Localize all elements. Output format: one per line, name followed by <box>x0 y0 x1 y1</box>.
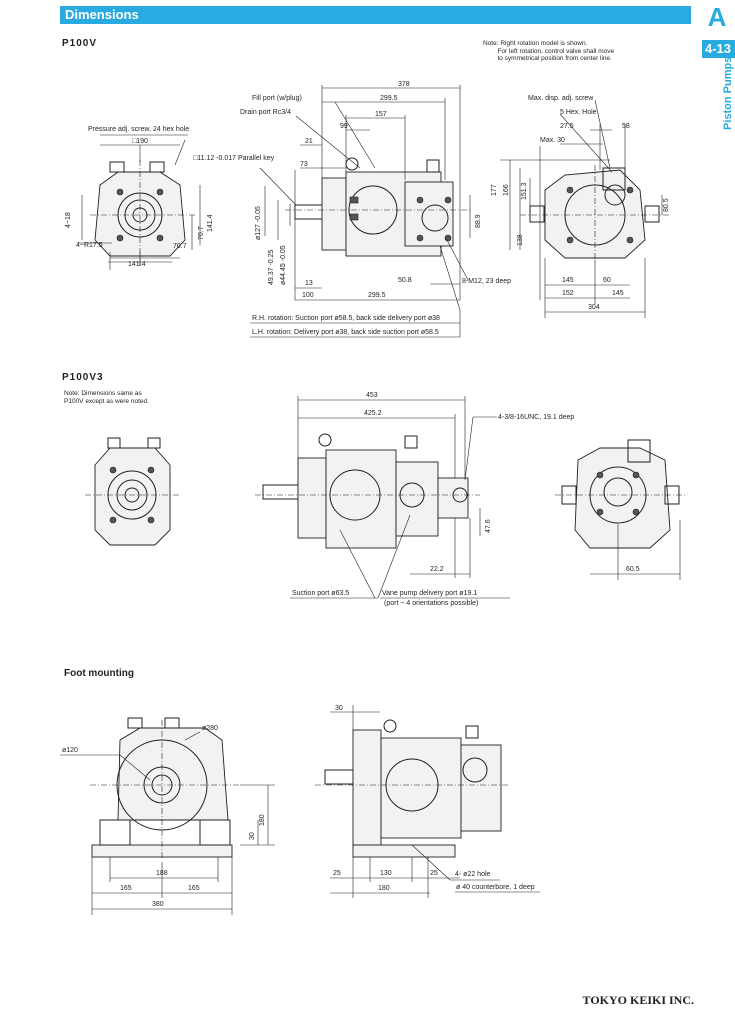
dim-141-4-v: 141.4 <box>207 214 214 232</box>
dim-188: 188 <box>156 870 168 877</box>
dim-299-5-bottom: 299.5 <box>368 292 386 299</box>
dim-30-v: 30 <box>249 832 256 840</box>
drain-port-label: Drain port Rc3/4 <box>240 109 291 116</box>
dim-152: 152 <box>562 290 574 297</box>
dim-304: 304 <box>588 304 600 311</box>
dim-21: 21 <box>305 138 313 145</box>
dim-425-2: 425.2 <box>364 410 382 417</box>
dim-30-h: 30 <box>335 705 343 712</box>
dim-44-45: ø44.45 -0.05 <box>280 245 287 285</box>
lh-rotation-label: L.H. rotation: Delivery port ø38, back s… <box>252 329 439 336</box>
section-title: Dimensions <box>65 7 139 22</box>
max30-label: Max. 30 <box>540 137 565 144</box>
dim-99: 99 <box>340 123 348 130</box>
p100v-side-view <box>250 85 471 338</box>
dim-177: 177 <box>491 184 498 196</box>
dim-73: 73 <box>300 161 308 168</box>
vane-port-note: (port − 4 orientations possible) <box>384 600 478 607</box>
section-header: Dimensions <box>60 6 691 24</box>
dim-100: 100 <box>302 292 314 299</box>
dim-88-9: 88.9 <box>475 214 482 228</box>
p100v3-side-view <box>255 396 510 599</box>
model-p100v3: P100V3 <box>62 372 104 383</box>
dim-138: 138 <box>517 234 524 246</box>
chapter-letter: A <box>707 2 727 32</box>
company-name: TOKYO KEIKI INC. <box>582 993 694 1007</box>
dim-299-5-top: 299.5 <box>380 95 398 102</box>
page-number: 4-13 <box>705 41 732 56</box>
foot-side-labels: 30 25 130 25 4- ø22 hole 180 ø 40 counte… <box>333 705 535 892</box>
dim-120: ø120 <box>62 747 78 754</box>
p100v3-side-labels: 453 425.2 4-3/8-16UNC, 19.1 deep 47.6 22… <box>292 392 574 607</box>
dim-280: ø280 <box>202 725 218 732</box>
foot-front-view <box>60 717 275 915</box>
dim-70-7-h: 70.7 <box>173 243 187 250</box>
foot-mounting-title: Foot mounting <box>64 668 134 679</box>
dim-165-a: 165 <box>120 885 132 892</box>
dim-151-3: 151.3 <box>521 182 528 200</box>
dim-165-b: 165 <box>188 885 200 892</box>
dim-378: 378 <box>398 81 410 88</box>
dim-127: ø127 -0.05 <box>255 206 262 240</box>
foot-side-view <box>315 705 540 898</box>
rh-rotation-label: R.H. rotation: Suction port ø58.5, back … <box>252 315 440 322</box>
sq190-label: □190 <box>132 138 148 145</box>
dim-130: 130 <box>380 870 392 877</box>
p100v-front-labels: Pressure adj. screw, 24 hex hole □190 4−… <box>65 126 214 268</box>
pressure-adj-label: Pressure adj. screw, 24 hex hole <box>88 126 189 133</box>
dim-157: 157 <box>375 111 387 118</box>
hole-label: 4- ø22 hole <box>455 871 491 878</box>
p100v3-note: Note: Dimensions same as P100V except as… <box>64 390 149 405</box>
dim-58: 58 <box>622 123 630 130</box>
fill-port-label: Fill port (w/plug) <box>252 95 302 102</box>
dim-145-a: 145 <box>562 277 574 284</box>
dim-25-a: 25 <box>333 870 341 877</box>
dim-25-b: 25 <box>430 870 438 877</box>
p100v-front-view <box>78 134 201 270</box>
hex5-label: 5 Hex. Hole <box>560 109 597 116</box>
unc-label: 4-3/8-16UNC, 19.1 deep <box>498 414 574 421</box>
dim-180-v: 180 <box>259 814 266 826</box>
dim-4-18: 4−18 <box>65 212 72 228</box>
dim-180-h: 180 <box>378 885 390 892</box>
dim-22-2: 22.2 <box>430 566 444 573</box>
dim-13: 13 <box>305 280 313 287</box>
page-number-tab: 4-13 <box>702 40 735 58</box>
dim-166: 166 <box>503 184 510 196</box>
max-disp-label: Max. disp. adj. screw <box>528 95 594 102</box>
dim-145-b: 145 <box>612 290 624 297</box>
model-p100v: P100V <box>62 38 98 49</box>
p100v-rear-view <box>500 99 670 318</box>
parallel-key-label: □11.12 -0.017 Parallel key <box>193 155 275 162</box>
dim-141-4-h: 141.4 <box>128 261 146 268</box>
p100v3-front-view <box>85 437 180 546</box>
p100v-note: Note: Right rotation model is shown. For… <box>483 40 615 62</box>
counterbore-label: ø 40 counterbore, 1 deep <box>456 884 535 891</box>
dim-50-8: 50.8 <box>398 277 412 284</box>
dim-49-37: 49.37 -0.25 <box>268 249 275 285</box>
dim-60: 60 <box>603 277 611 284</box>
dim-453: 453 <box>366 392 378 399</box>
dim-27-5: 27.5 <box>560 123 574 130</box>
dim-80-5: 80.5 <box>663 198 670 212</box>
dim-60-5: 60.5 <box>626 566 640 573</box>
r175-label: 4−R17.5 <box>76 242 103 249</box>
p100v3-rear-view <box>555 439 685 580</box>
p100v-rear-labels: Max. disp. adj. screw 5 Hex. Hole 27.5 5… <box>491 95 670 311</box>
foot-front-labels: ø280 ø120 180 30 188 165 165 380 <box>62 725 266 908</box>
dim-70-7-v: 70.7 <box>198 226 205 240</box>
vane-port-label: Vane pump delivery port ø19.1 <box>382 590 477 597</box>
dim-380: 380 <box>152 901 164 908</box>
p100v-side-labels: 378 Fill port (w/plug) 299.5 Drain port … <box>193 81 511 336</box>
m12-label: 8-M12, 23 deep <box>462 278 511 285</box>
dim-47-6: 47.6 <box>485 519 492 533</box>
suction-port-label: Suction port ø63.5 <box>292 590 349 597</box>
